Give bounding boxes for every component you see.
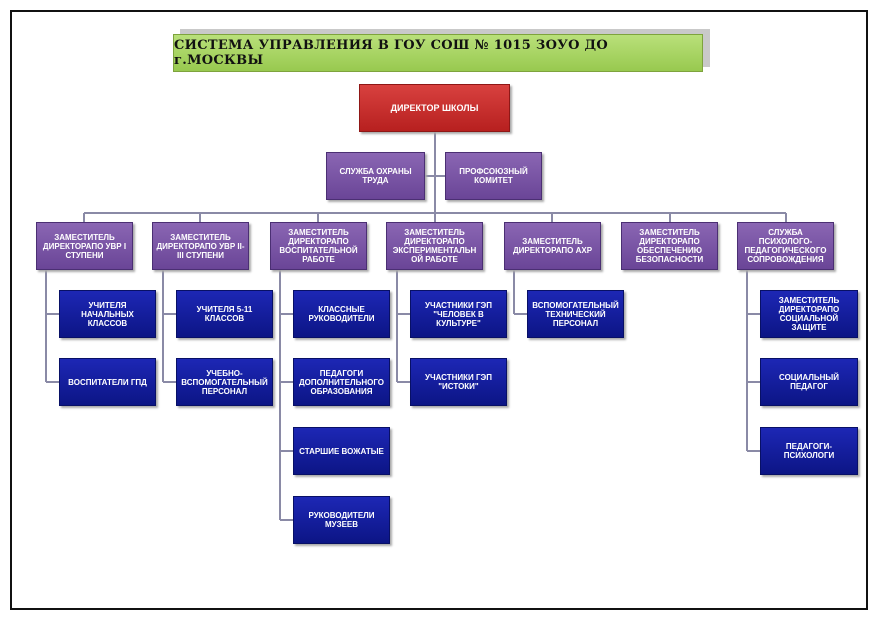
subordinate-box: КЛАССНЫЕ РУКОВОДИТЕЛИ (293, 290, 390, 338)
deputy-box: ЗАМЕСТИТЕЛЬ ДИРЕКТОРАПО ВОСПИТАТЕЛЬНОЙ Р… (270, 222, 367, 270)
subordinate-box: УЧЕБНО-ВСПОМОГАТЕЛЬНЫЙ ПЕРСОНАЛ (176, 358, 273, 406)
subordinate-box: ВОСПИТАТЕЛИ ГПД (59, 358, 156, 406)
subordinate-box: УЧАСТНИКИ ГЭП "ИСТОКИ" (410, 358, 507, 406)
deputy-box: ЗАМЕСТИТЕЛЬ ДИРЕКТОРАПО АХР (504, 222, 601, 270)
subordinate-box: УЧИТЕЛЯ НАЧАЛЬНЫХ КЛАССОВ (59, 290, 156, 338)
subordinate-box: ЗАМЕСТИТЕЛЬ ДИРЕКТОРАПО СОЦИАЛЬНОЙ ЗАЩИТ… (760, 290, 858, 338)
subordinate-box: РУКОВОДИТЕЛИ МУЗЕЕВ (293, 496, 390, 544)
deputy-box: ЗАМЕСТИТЕЛЬ ДИРЕКТОРАПО УВР I СТУПЕНИ (36, 222, 133, 270)
service-trade-union: ПРОФСОЮЗНЫЙ КОМИТЕТ (445, 152, 542, 200)
director-box: ДИРЕКТОР ШКОЛЫ (359, 84, 510, 132)
deputy-box: ЗАМЕСТИТЕЛЬ ДИРЕКТОРАПО ЭКСПЕРИМЕНТАЛЬНО… (386, 222, 483, 270)
subordinate-box: СОЦИАЛЬНЫЙ ПЕДАГОГ (760, 358, 858, 406)
page-title: СИСТЕМА УПРАВЛЕНИЯ В ГОУ СОШ № 1015 ЗОУО… (173, 34, 703, 72)
deputy-box: ЗАМЕСТИТЕЛЬ ДИРЕКТОРАПО УВР II-III СТУПЕ… (152, 222, 249, 270)
subordinate-box: УЧИТЕЛЯ 5-11 КЛАССОВ (176, 290, 273, 338)
deputy-box: СЛУЖБА ПСИХОЛОГО-ПЕДАГОГИЧЕСКОГО СОПРОВО… (737, 222, 834, 270)
service-labor-safety: СЛУЖБА ОХРАНЫ ТРУДА (326, 152, 425, 200)
subordinate-box: ПЕДАГОГИ ДОПОЛНИТЕЛЬНОГО ОБРАЗОВАНИЯ (293, 358, 390, 406)
subordinate-box: ПЕДАГОГИ-ПСИХОЛОГИ (760, 427, 858, 475)
subordinate-box: СТАРШИЕ ВОЖАТЫЕ (293, 427, 390, 475)
subordinate-box: ВСПОМОГАТЕЛЬНЫЙ ТЕХНИЧЕСКИЙ ПЕРСОНАЛ (527, 290, 624, 338)
deputy-box: ЗАМЕСТИТЕЛЬ ДИРЕКТОРАПО ОБЕСПЕЧЕНИЮ БЕЗО… (621, 222, 718, 270)
subordinate-box: УЧАСТНИКИ ГЭП "ЧЕЛОВЕК В КУЛЬТУРЕ" (410, 290, 507, 338)
